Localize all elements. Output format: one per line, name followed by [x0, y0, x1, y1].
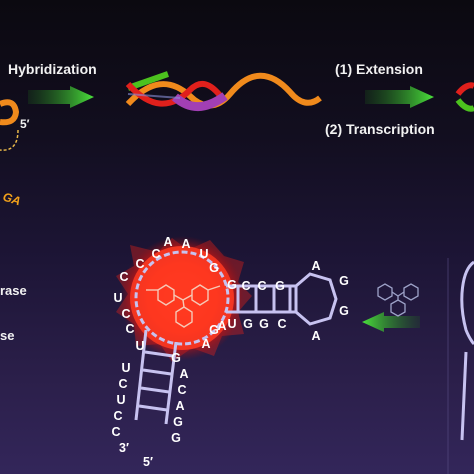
- ladder-right-nucleotide: G: [173, 415, 183, 429]
- left-text-1: rase: [0, 283, 27, 298]
- ladder-left-nucleotide: C: [118, 377, 127, 391]
- loop-nucleotide: A: [181, 237, 190, 251]
- transcription-label: (2) Transcription: [325, 121, 435, 137]
- loop-nucleotide: A: [201, 337, 210, 351]
- left-text-2: se: [0, 328, 14, 343]
- extension-label: (1) Extension: [335, 61, 423, 77]
- loop-nucleotide: C: [119, 270, 128, 284]
- stem-bottom-nucleotide: C: [277, 317, 286, 331]
- ladder-right-nucleotide: A: [175, 399, 184, 413]
- aptamer-backbone: [134, 250, 338, 425]
- stem-top-nucleotide: C: [257, 279, 266, 293]
- ladder-left-nucleotide: C: [111, 425, 120, 439]
- loop-nucleotide: A: [217, 319, 226, 333]
- loop-nucleotide: U: [199, 247, 208, 261]
- loop-nucleotide: U: [135, 339, 144, 353]
- stem-bottom-nucleotide: G: [243, 317, 253, 331]
- hairpin-nucleotide: A: [311, 259, 320, 273]
- hairpin-nucleotide: G: [339, 304, 349, 318]
- five-prime-end: 5′: [143, 455, 153, 469]
- ladder-left-nucleotide: C: [113, 409, 122, 423]
- free-dye-molecule-icon: [377, 283, 419, 317]
- template-hairpin-partial: [0, 99, 20, 151]
- dye-molecule-icon: [146, 284, 221, 328]
- loop-nucleotide: C: [121, 307, 130, 321]
- extension-arrow-icon: [365, 86, 434, 108]
- stem-top-nucleotide: C: [241, 279, 250, 293]
- dna-product-partial: [455, 82, 474, 112]
- reverse-arrow-icon: [362, 312, 420, 332]
- loop-nucleotide: G: [171, 351, 181, 365]
- stem-bottom-nucleotide: G: [259, 317, 269, 331]
- loop-nucleotide: G: [209, 323, 219, 337]
- loop-nucleotide: U: [113, 291, 122, 305]
- hybridization-arrow-icon: [28, 86, 94, 108]
- loop-nucleotide: A: [163, 235, 172, 249]
- hairpin-nucleotide: G: [339, 274, 349, 288]
- hybridization-label: Hybridization: [8, 61, 97, 77]
- ladder-right-nucleotide: A: [179, 367, 188, 381]
- loop-nucleotide: G: [209, 261, 219, 275]
- loop-nucleotide: C: [125, 322, 134, 336]
- hairpin-nucleotide: A: [311, 329, 320, 343]
- aptamer-partial-right: [460, 260, 474, 441]
- stem-bottom-nucleotide: U: [227, 317, 236, 331]
- loop-nucleotide: C: [135, 257, 144, 271]
- ladder-left-nucleotide: U: [116, 393, 125, 407]
- loop-nucleotide: C: [151, 247, 160, 261]
- ladder-right-nucleotide: C: [177, 383, 186, 397]
- stem-top-nucleotide: G: [275, 279, 285, 293]
- ladder-right-nucleotide: G: [171, 431, 181, 445]
- three-prime-end: 3′: [119, 441, 129, 455]
- five-prime-label: 5′: [20, 117, 30, 131]
- ladder-left-nucleotide: U: [121, 361, 130, 375]
- sequence-fragment: GA: [1, 190, 22, 209]
- dna-duplex-icon: [125, 71, 322, 112]
- loop-nucleotide: G: [227, 278, 237, 292]
